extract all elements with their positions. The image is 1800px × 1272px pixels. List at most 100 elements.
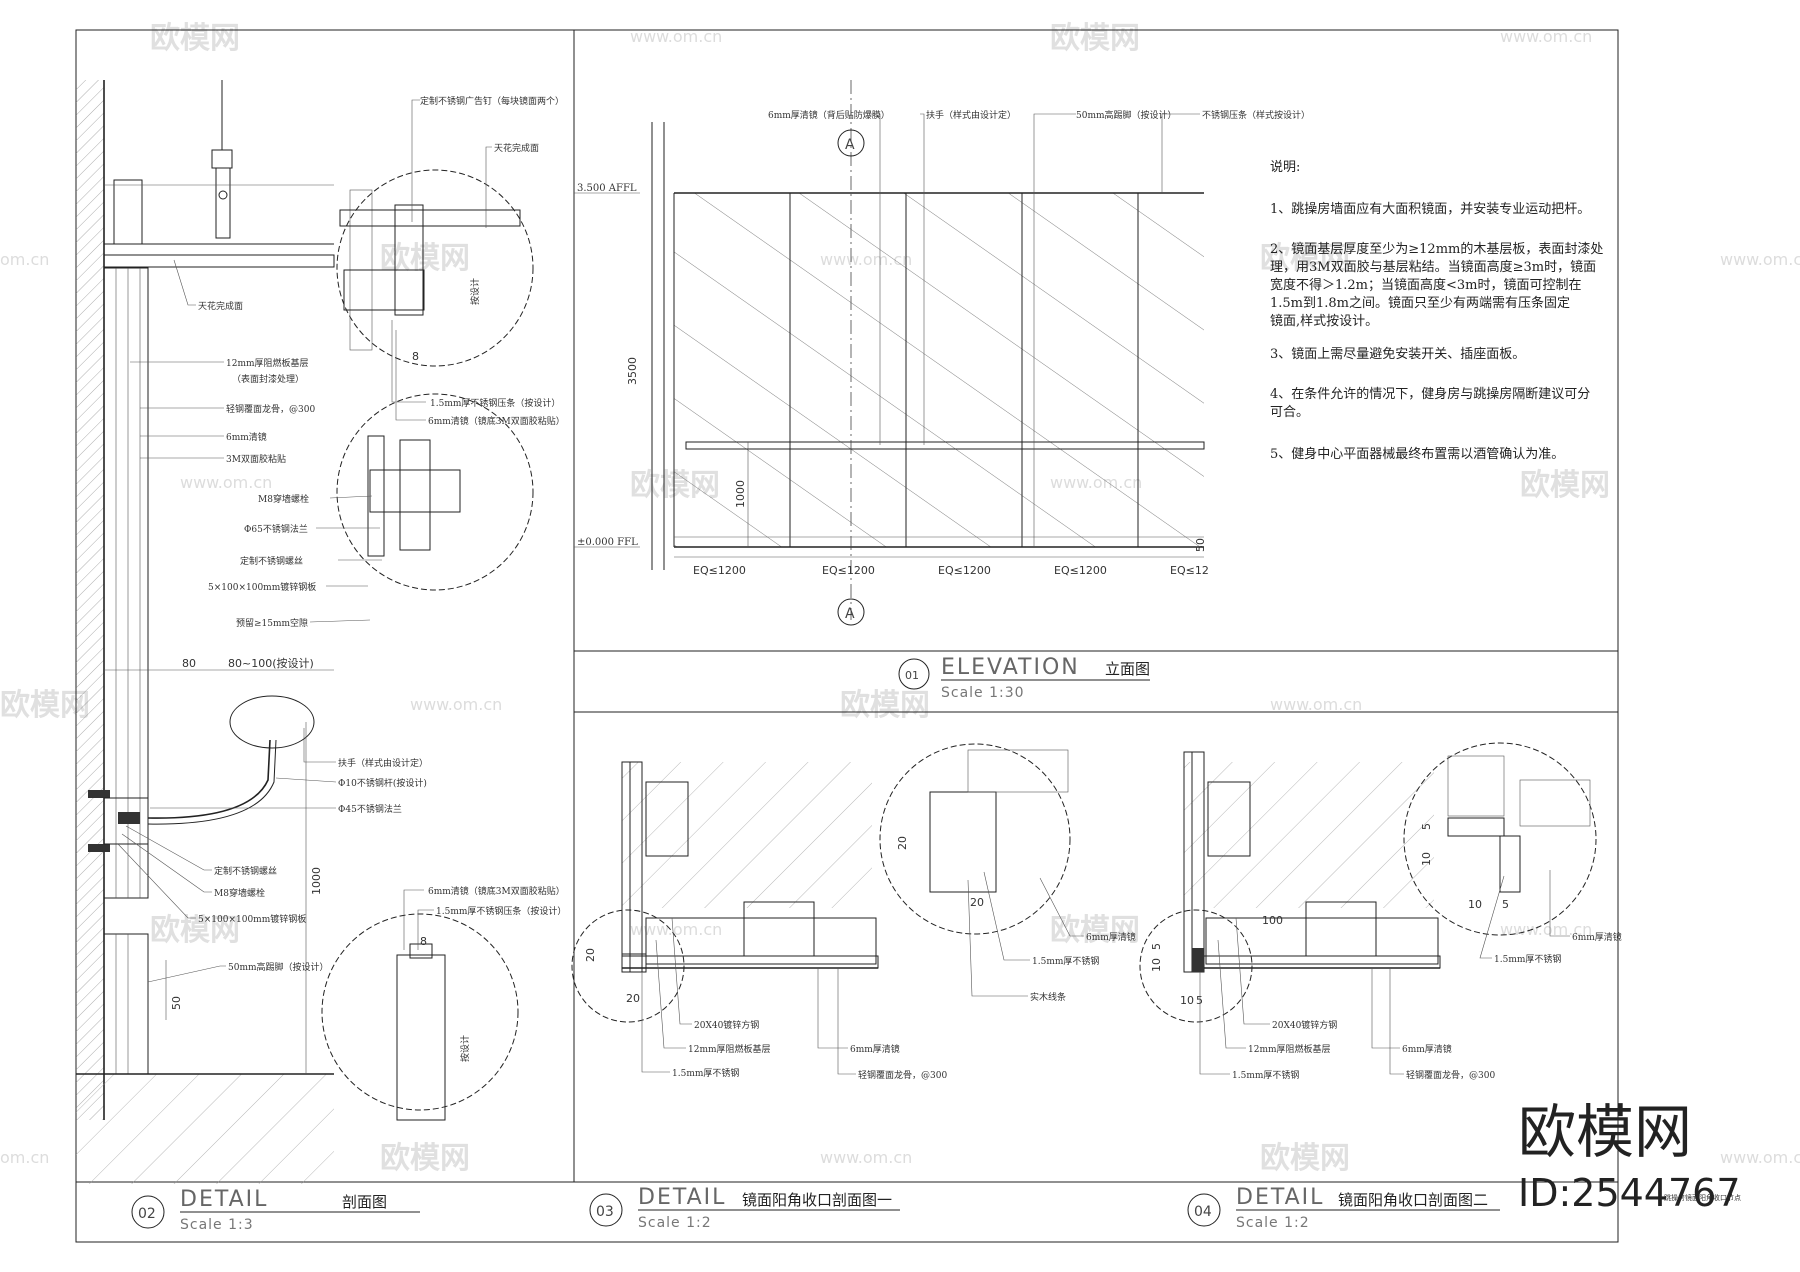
level-floor-label: ±0.000 FFL bbox=[577, 537, 638, 548]
watermark: om.cn bbox=[0, 1148, 49, 1167]
elevation-label-skirting: 50mm高踢脚（按设计） bbox=[1076, 109, 1177, 121]
section-label-keel: 轻钢覆面龙骨，@300 bbox=[226, 403, 315, 415]
section-label-handrail: 扶手（样式由设计定） bbox=[338, 757, 428, 769]
dim-100: 100 bbox=[1262, 914, 1283, 927]
dim-5a: 5 bbox=[1150, 943, 1163, 950]
section-title: 02 DETAIL 剖面图 Scale 1:3 bbox=[131, 1187, 420, 1233]
dim-1000: 1000 bbox=[310, 867, 323, 895]
title-cn: 镜面阳角收口剖面图二 bbox=[1338, 1191, 1488, 1209]
rail-dim: 1000 bbox=[734, 480, 747, 508]
section-label-design2: 按设计 bbox=[459, 1035, 471, 1062]
section-drawing: 80 80~100(按设计) 1000 50 8 8 按设计 按设计 定制不锈钢… bbox=[76, 80, 566, 1184]
note-line: 镜面,样式按设计。 bbox=[1270, 314, 1378, 329]
watermark: www.om.cn bbox=[1500, 920, 1592, 939]
section-label-bolt2: M8穿墙螺栓 bbox=[214, 887, 265, 899]
section-label-flange2: Φ45不锈钢法兰 bbox=[338, 803, 402, 815]
watermark: 欧模网 bbox=[150, 913, 240, 948]
watermark: 欧模网 bbox=[1520, 468, 1610, 503]
watermark: www.om.cn bbox=[630, 920, 722, 939]
watermark: 欧模网 bbox=[840, 688, 930, 723]
section-label-ceiling: 天花完成面 bbox=[494, 142, 539, 154]
dim-20b: 20 bbox=[626, 992, 640, 1005]
section-label-skirting: 50mm高踢脚（按设计） bbox=[228, 961, 329, 973]
section-label-trim: 1.5mm厚不锈钢压条（按设计） bbox=[430, 397, 560, 409]
section-label-bolt: M8穿墙螺栓 bbox=[258, 493, 309, 505]
title-en: ELEVATION bbox=[941, 655, 1080, 680]
corner2-title: 04 DETAIL 镜面阳角收口剖面图二 Scale 1:2 跳操房镜面阳角收口… bbox=[1187, 1185, 1741, 1231]
title-scale: Scale 1:30 bbox=[941, 685, 1025, 701]
section-label-trim2: 1.5mm厚不锈钢压条（按设计） bbox=[436, 905, 566, 917]
watermark: www.om.cn bbox=[630, 27, 722, 46]
dim-80: 80 bbox=[182, 657, 196, 670]
corner1-label-mirror: 6mm厚清镜 bbox=[850, 1043, 900, 1055]
note-line: 4、在条件允许的情况下，健身房与跳操房隔断建议可分 bbox=[1270, 386, 1590, 402]
section-label-plate2: 5×100×100mm镀锌钢板 bbox=[198, 913, 306, 925]
corner-detail-1: 20 20 20 20 20X40镀锌方钢 12mm厚阻燃板基层 1.5mm厚不… bbox=[571, 743, 1136, 1081]
section-marker-icon bbox=[837, 598, 865, 626]
note-line: 宽度不得＞1.2m；当镜面高度<3m时，镜面可控制在 bbox=[1270, 277, 1582, 293]
dim-80-100: 80~100(按设计) bbox=[228, 656, 314, 670]
brand-overlay: 欧模网 ID:2544767 bbox=[1518, 1098, 1741, 1215]
edge-dim: 50 bbox=[1194, 538, 1207, 552]
dim-10a: 10 bbox=[1150, 958, 1163, 972]
watermark: www.om.cn bbox=[1720, 1148, 1800, 1167]
note-line: 3、镜面上需尽量避免安装开关、插座面板。 bbox=[1270, 347, 1525, 362]
corner2-label-board: 12mm厚阻燃板基层 bbox=[1248, 1043, 1331, 1055]
corner2-label-tube: 20X40镀锌方钢 bbox=[1272, 1019, 1337, 1031]
title-number: 03 bbox=[596, 1204, 614, 1220]
bay-dim: EQ≤12 bbox=[1170, 564, 1209, 577]
section-label-mirror3: 6mm清镜（镜底3M双面胶粘贴） bbox=[428, 885, 565, 897]
title-cn: 镜面阳角收口剖面图一 bbox=[742, 1191, 892, 1209]
corner1-label-steel: 1.5mm厚不锈钢 bbox=[672, 1067, 739, 1079]
notes-heading: 说明: bbox=[1270, 160, 1300, 175]
corner1-title: 03 DETAIL 镜面阳角收口剖面图一 Scale 1:2 bbox=[589, 1185, 900, 1231]
section-label-gap: 预留≥15mm空隙 bbox=[236, 617, 308, 629]
corner1-label-board: 12mm厚阻燃板基层 bbox=[688, 1043, 771, 1055]
title-en: DETAIL bbox=[180, 1187, 268, 1212]
corner1-label-wood: 实木线条 bbox=[1030, 991, 1066, 1003]
height-dim: 3500 bbox=[626, 357, 639, 385]
title-number: 01 bbox=[905, 669, 919, 682]
watermark: www.om.cn bbox=[820, 1148, 912, 1167]
corner2-label-steel: 1.5mm厚不锈钢 bbox=[1232, 1069, 1299, 1081]
watermark: www.om.cn bbox=[1720, 250, 1800, 269]
section-label-rod: Φ10不锈钢杆(按设计) bbox=[338, 777, 427, 789]
section-label-board: 12mm厚阻燃板基层 bbox=[226, 357, 309, 369]
elevation-title: 01 ELEVATION 立面图 Scale 1:30 bbox=[898, 655, 1150, 701]
bay-dim: EQ≤1200 bbox=[693, 564, 746, 577]
section-label-flange: Φ65不锈钢法兰 bbox=[244, 523, 308, 535]
dim-8b: 8 bbox=[412, 350, 419, 363]
level-top-label: 3.500 AFFL bbox=[577, 183, 637, 194]
title-cn: 剖面图 bbox=[342, 1193, 387, 1211]
dim-5c: 5 bbox=[1420, 823, 1433, 830]
corner2-label-mirror: 6mm厚清镜 bbox=[1402, 1043, 1452, 1055]
bay-dim: EQ≤1200 bbox=[938, 564, 991, 577]
watermark: om.cn bbox=[0, 250, 49, 269]
section-label-mirror: 6mm清镜 bbox=[226, 431, 267, 443]
elevation-label-mirror: 6mm厚清镜（背后贴防爆膜） bbox=[768, 109, 890, 121]
title-scale: Scale 1:3 bbox=[180, 1217, 254, 1233]
watermark: 欧模网 bbox=[0, 688, 90, 723]
note-line: 2、镜面基层厚度至少为≥12mm的木基层板，表面封漆处 bbox=[1270, 241, 1603, 257]
corner2-label-steel2: 1.5mm厚不锈钢 bbox=[1494, 953, 1561, 965]
dim-10b: 10 bbox=[1180, 994, 1194, 1007]
section-label-tape: 3M双面胶粘贴 bbox=[226, 453, 286, 465]
corner1-label-mirror2: 6mm厚清镜 bbox=[1086, 931, 1136, 943]
watermark: 欧模网 bbox=[380, 241, 470, 276]
section-label-mirror2: 6mm清镜（镜底3M双面胶粘贴） bbox=[428, 415, 565, 427]
watermark: www.om.cn bbox=[410, 695, 502, 714]
section-label-design: 按设计 bbox=[469, 278, 481, 305]
section-marker-icon bbox=[837, 129, 865, 157]
note-line: 可合。 bbox=[1270, 405, 1309, 420]
section-label-screw: 定制不锈钢广告钉（每块镜面两个） bbox=[420, 95, 564, 107]
title-number: 04 bbox=[1194, 1204, 1212, 1220]
corner2-label-keel: 轻钢覆面龙骨，@300 bbox=[1406, 1069, 1495, 1081]
watermark: 欧模网 bbox=[1260, 241, 1350, 276]
section-label-nut: 定制不锈钢螺丝 bbox=[240, 555, 303, 567]
elevation-drawing: A A 3.500 AFFL ±0.000 FFL 3500 1000 EQ≤1… bbox=[574, 80, 1310, 626]
section-marker-label: A bbox=[845, 137, 855, 153]
dim-5c: 5 bbox=[1502, 898, 1509, 911]
section-label-ceiling2: 天花完成面 bbox=[198, 300, 243, 312]
elevation-label-trim: 不锈钢压条（样式按设计） bbox=[1202, 109, 1310, 121]
